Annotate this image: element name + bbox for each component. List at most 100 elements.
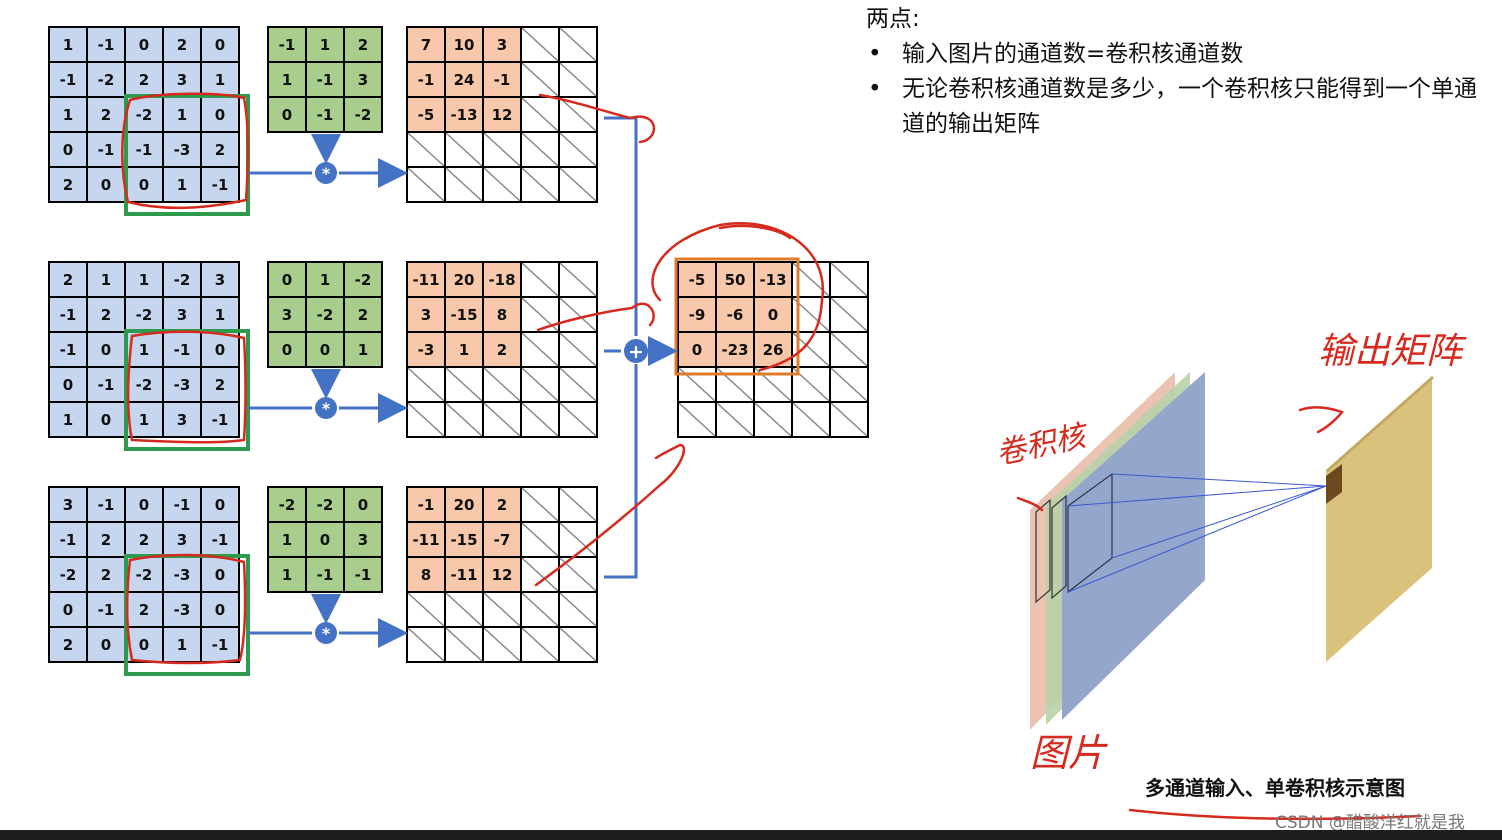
cell: 0	[86, 166, 126, 203]
conv-operator-icon: *	[315, 162, 337, 184]
figure-caption: 多通道输入、单卷积核示意图	[1145, 776, 1405, 800]
empty-cell	[791, 401, 831, 438]
empty-cell	[558, 61, 598, 98]
empty-cell	[406, 591, 446, 628]
cell: -1	[406, 61, 446, 98]
cell: -2	[86, 61, 126, 98]
empty-cell	[520, 521, 560, 558]
cell: 0	[124, 626, 164, 663]
cell: -2	[305, 486, 345, 523]
cell: 3	[162, 296, 202, 333]
cell: 7	[406, 26, 446, 63]
cell: -1	[267, 26, 307, 63]
cell: -23	[715, 331, 755, 368]
cell: 2	[86, 521, 126, 558]
empty-cell	[444, 401, 484, 438]
cell: 1	[48, 401, 88, 438]
cell: 0	[753, 296, 793, 333]
empty-cell	[520, 166, 560, 203]
cell: 0	[343, 486, 383, 523]
empty-cell	[406, 166, 446, 203]
cell: 2	[48, 261, 88, 298]
cell: 1	[162, 166, 202, 203]
empty-cell	[406, 626, 446, 663]
empty-cell	[520, 96, 560, 133]
cell: 1	[86, 261, 126, 298]
cell: 0	[48, 591, 88, 628]
empty-cell	[482, 131, 522, 168]
cell: 0	[124, 486, 164, 523]
cell: 2	[48, 166, 88, 203]
cell: -1	[200, 166, 240, 203]
empty-cell	[558, 331, 598, 368]
cell: 3	[343, 61, 383, 98]
conv-operator-icon: *	[315, 397, 337, 419]
cell: 0	[305, 331, 345, 368]
empty-cell	[406, 131, 446, 168]
empty-cell	[829, 401, 869, 438]
conv-operator-icon: *	[315, 622, 337, 644]
empty-cell	[558, 401, 598, 438]
empty-cell	[520, 366, 560, 403]
cell: 1	[305, 26, 345, 63]
cell: 0	[200, 331, 240, 368]
cell: 0	[677, 331, 717, 368]
cell: -2	[267, 486, 307, 523]
cell: 3	[267, 296, 307, 333]
cell: 2	[86, 296, 126, 333]
cell: -2	[343, 96, 383, 133]
cell: 1	[48, 96, 88, 133]
cell: 1	[444, 331, 484, 368]
cell: 3	[200, 261, 240, 298]
empty-cell	[558, 626, 598, 663]
cell: 1	[267, 556, 307, 593]
empty-cell	[520, 331, 560, 368]
empty-cell	[558, 131, 598, 168]
cell: 0	[48, 131, 88, 168]
cell: 1	[267, 521, 307, 558]
conv-arrows-row-2	[248, 369, 408, 423]
cell: 12	[482, 556, 522, 593]
empty-cell	[520, 26, 560, 63]
cell: -3	[162, 366, 202, 403]
cell: -6	[715, 296, 755, 333]
handwritten-output-label: 输出矩阵	[1318, 331, 1463, 372]
cell: -1	[48, 331, 88, 368]
empty-cell	[791, 261, 831, 298]
cell: -13	[753, 261, 793, 298]
conv-arrows-row-1	[248, 134, 408, 188]
cell: -1	[162, 331, 202, 368]
cell: 20	[444, 261, 484, 298]
cell: -1	[86, 366, 126, 403]
empty-cell	[520, 261, 560, 298]
cell: 1	[200, 296, 240, 333]
empty-cell	[482, 166, 522, 203]
empty-cell	[558, 486, 598, 523]
empty-cell	[444, 366, 484, 403]
empty-cell	[520, 626, 560, 663]
cell: 1	[200, 61, 240, 98]
cell: 0	[305, 521, 345, 558]
cell: 0	[200, 26, 240, 63]
cell: -1	[86, 131, 126, 168]
cell: 2	[124, 521, 164, 558]
empty-cell	[482, 591, 522, 628]
empty-cell	[444, 626, 484, 663]
empty-cell	[520, 131, 560, 168]
empty-cell	[558, 366, 598, 403]
cell: -1	[343, 556, 383, 593]
cell: 20	[444, 486, 484, 523]
empty-cell	[558, 166, 598, 203]
cell: -13	[444, 96, 484, 133]
cell: 0	[200, 486, 240, 523]
cell: 10	[444, 26, 484, 63]
cell: 1	[162, 96, 202, 133]
empty-cell	[482, 626, 522, 663]
watermark: CSDN @醋酸洋红就是我	[1275, 813, 1465, 833]
feature-map-illustration	[1030, 372, 1434, 730]
cell: -2	[124, 296, 164, 333]
cell: 1	[343, 331, 383, 368]
empty-cell	[753, 401, 793, 438]
